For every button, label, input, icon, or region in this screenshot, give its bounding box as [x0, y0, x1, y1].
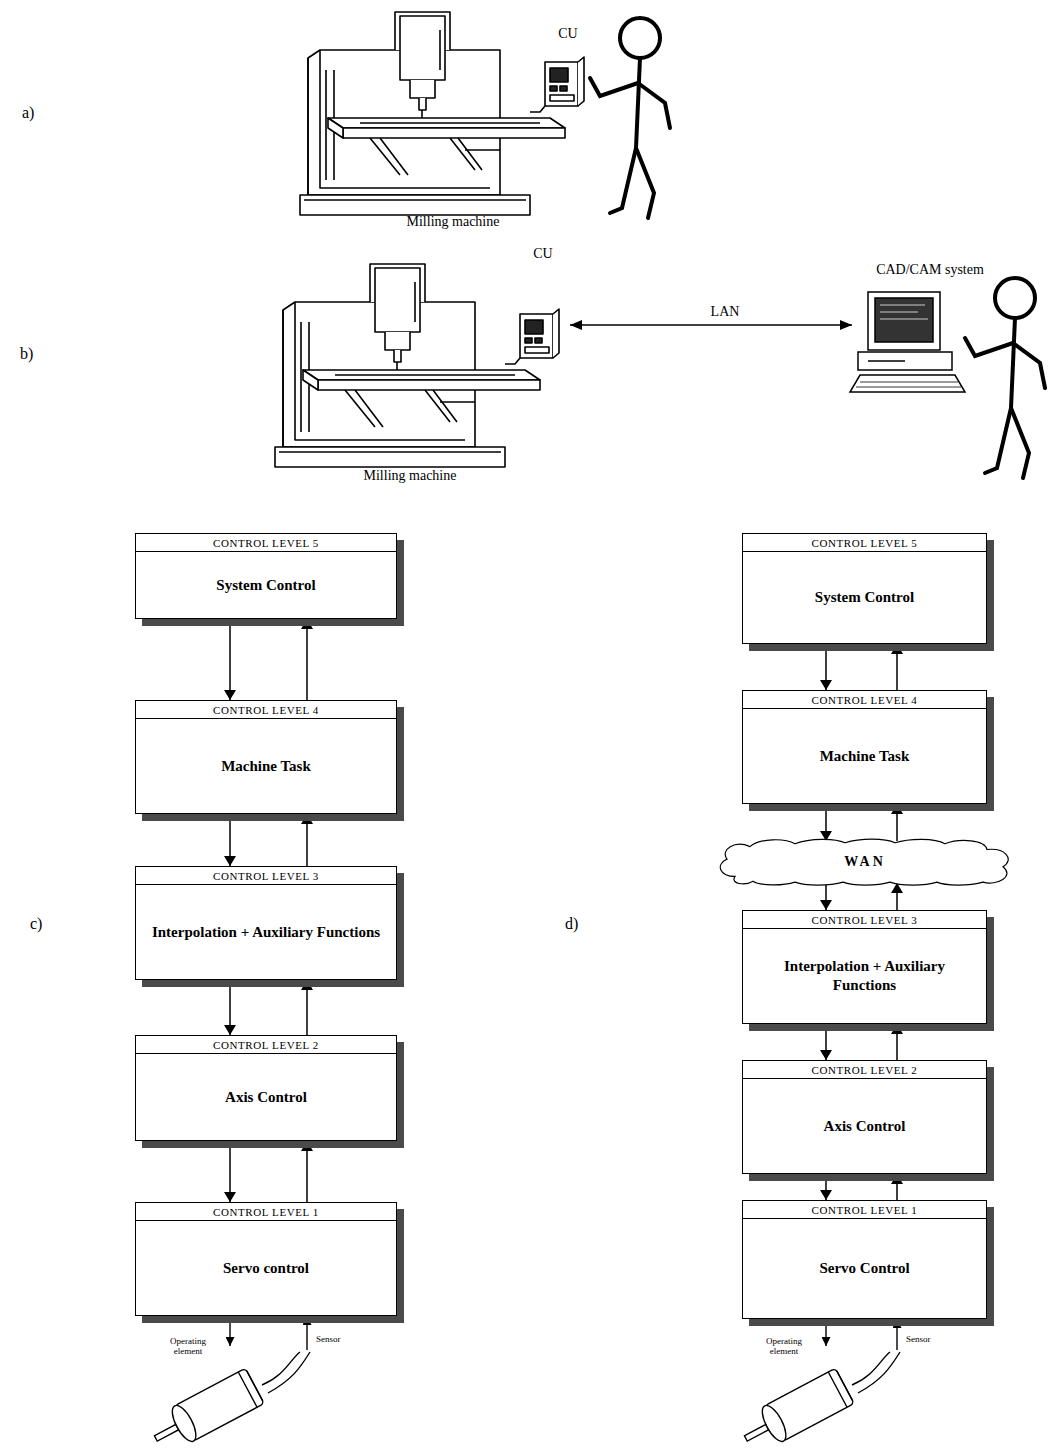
signal-arrow — [825, 1024, 827, 1060]
caption-label: Milling machine — [373, 214, 533, 230]
motor-symbol — [736, 1368, 854, 1454]
level-heading: CONTROL LEVEL 4 — [136, 701, 396, 719]
lan-link — [570, 324, 852, 326]
level-heading: CONTROL LEVEL 3 — [743, 911, 986, 929]
caption-label: Operating element — [160, 1336, 216, 1357]
signal-arrow — [306, 1141, 308, 1202]
signal-arrow — [229, 814, 231, 866]
signal-arrow — [825, 883, 827, 910]
signal-arrow — [896, 883, 898, 910]
signal-arrow — [229, 980, 231, 1035]
level-function: Interpolation + Auxiliary Functions — [136, 885, 396, 979]
signal-arrow — [896, 1174, 898, 1200]
panel-letter: d) — [565, 915, 605, 933]
signal-arrow — [825, 644, 827, 690]
caption-label: CU — [548, 26, 588, 42]
level-heading: CONTROL LEVEL 1 — [743, 1201, 986, 1219]
caption-label: Sensor — [316, 1334, 366, 1344]
control-level-box: CONTROL LEVEL 3Interpolation + Auxiliary… — [742, 910, 987, 1024]
level-heading: CONTROL LEVEL 5 — [743, 534, 986, 552]
signal-arrow — [896, 804, 898, 841]
level-heading: CONTROL LEVEL 5 — [136, 534, 396, 552]
control-level-box: CONTROL LEVEL 3Interpolation + Auxiliary… — [135, 866, 397, 980]
operator-figure — [965, 278, 1045, 478]
control-level-box: CONTROL LEVEL 4Machine Task — [135, 700, 397, 814]
control-level-box: CONTROL LEVEL 4Machine Task — [742, 690, 987, 804]
caption-label: Milling machine — [330, 468, 490, 484]
operator-figure — [590, 18, 670, 218]
signal-arrow — [306, 619, 308, 700]
level-function: System Control — [136, 552, 396, 618]
level-function: Axis Control — [136, 1054, 396, 1140]
signal-arrow — [229, 1141, 231, 1202]
level-function: Servo control — [136, 1221, 396, 1315]
signal-arrow — [825, 1174, 827, 1200]
level-heading: CONTROL LEVEL 4 — [743, 691, 986, 709]
signal-arrow — [896, 644, 898, 690]
control-level-box: CONTROL LEVEL 5System Control — [742, 533, 987, 644]
level-heading: CONTROL LEVEL 3 — [136, 867, 396, 885]
caption-label: Operating element — [756, 1336, 812, 1357]
control-level-box: CONTROL LEVEL 1Servo Control — [742, 1200, 987, 1319]
level-heading: CONTROL LEVEL 2 — [743, 1061, 986, 1079]
signal-arrow — [306, 814, 308, 866]
control-level-box: CONTROL LEVEL 5System Control — [135, 533, 397, 619]
level-function: Machine Task — [743, 709, 986, 803]
signal-arrow — [896, 1024, 898, 1060]
network-label: WAN — [715, 838, 1015, 886]
caption-label: LAN — [690, 304, 760, 320]
level-function: System Control — [743, 552, 986, 643]
panel-letter: b) — [20, 345, 60, 363]
milling-machine — [275, 264, 559, 467]
motor-symbol — [146, 1368, 264, 1454]
level-heading: CONTROL LEVEL 1 — [136, 1203, 396, 1221]
network-cloud: WAN — [715, 838, 1015, 886]
signal-arrow — [229, 619, 231, 700]
caption-label: CU — [523, 246, 563, 262]
caption-label: Sensor — [906, 1334, 956, 1344]
signal-arrow — [306, 980, 308, 1035]
signal-arrow — [825, 804, 827, 841]
level-heading: CONTROL LEVEL 2 — [136, 1036, 396, 1054]
panel-letter: c) — [30, 915, 70, 933]
computer-symbol — [850, 292, 965, 392]
level-function: Axis Control — [743, 1079, 986, 1173]
milling-machine — [300, 12, 584, 215]
level-function: Interpolation + Auxiliary Functions — [743, 929, 986, 1023]
control-level-box: CONTROL LEVEL 2Axis Control — [742, 1060, 987, 1174]
control-level-box: CONTROL LEVEL 1Servo control — [135, 1202, 397, 1316]
panel-letter: a) — [22, 104, 62, 122]
level-function: Servo Control — [743, 1219, 986, 1318]
control-level-box: CONTROL LEVEL 2Axis Control — [135, 1035, 397, 1141]
caption-label: CAD/CAM system — [860, 262, 1000, 278]
level-function: Machine Task — [136, 719, 396, 813]
